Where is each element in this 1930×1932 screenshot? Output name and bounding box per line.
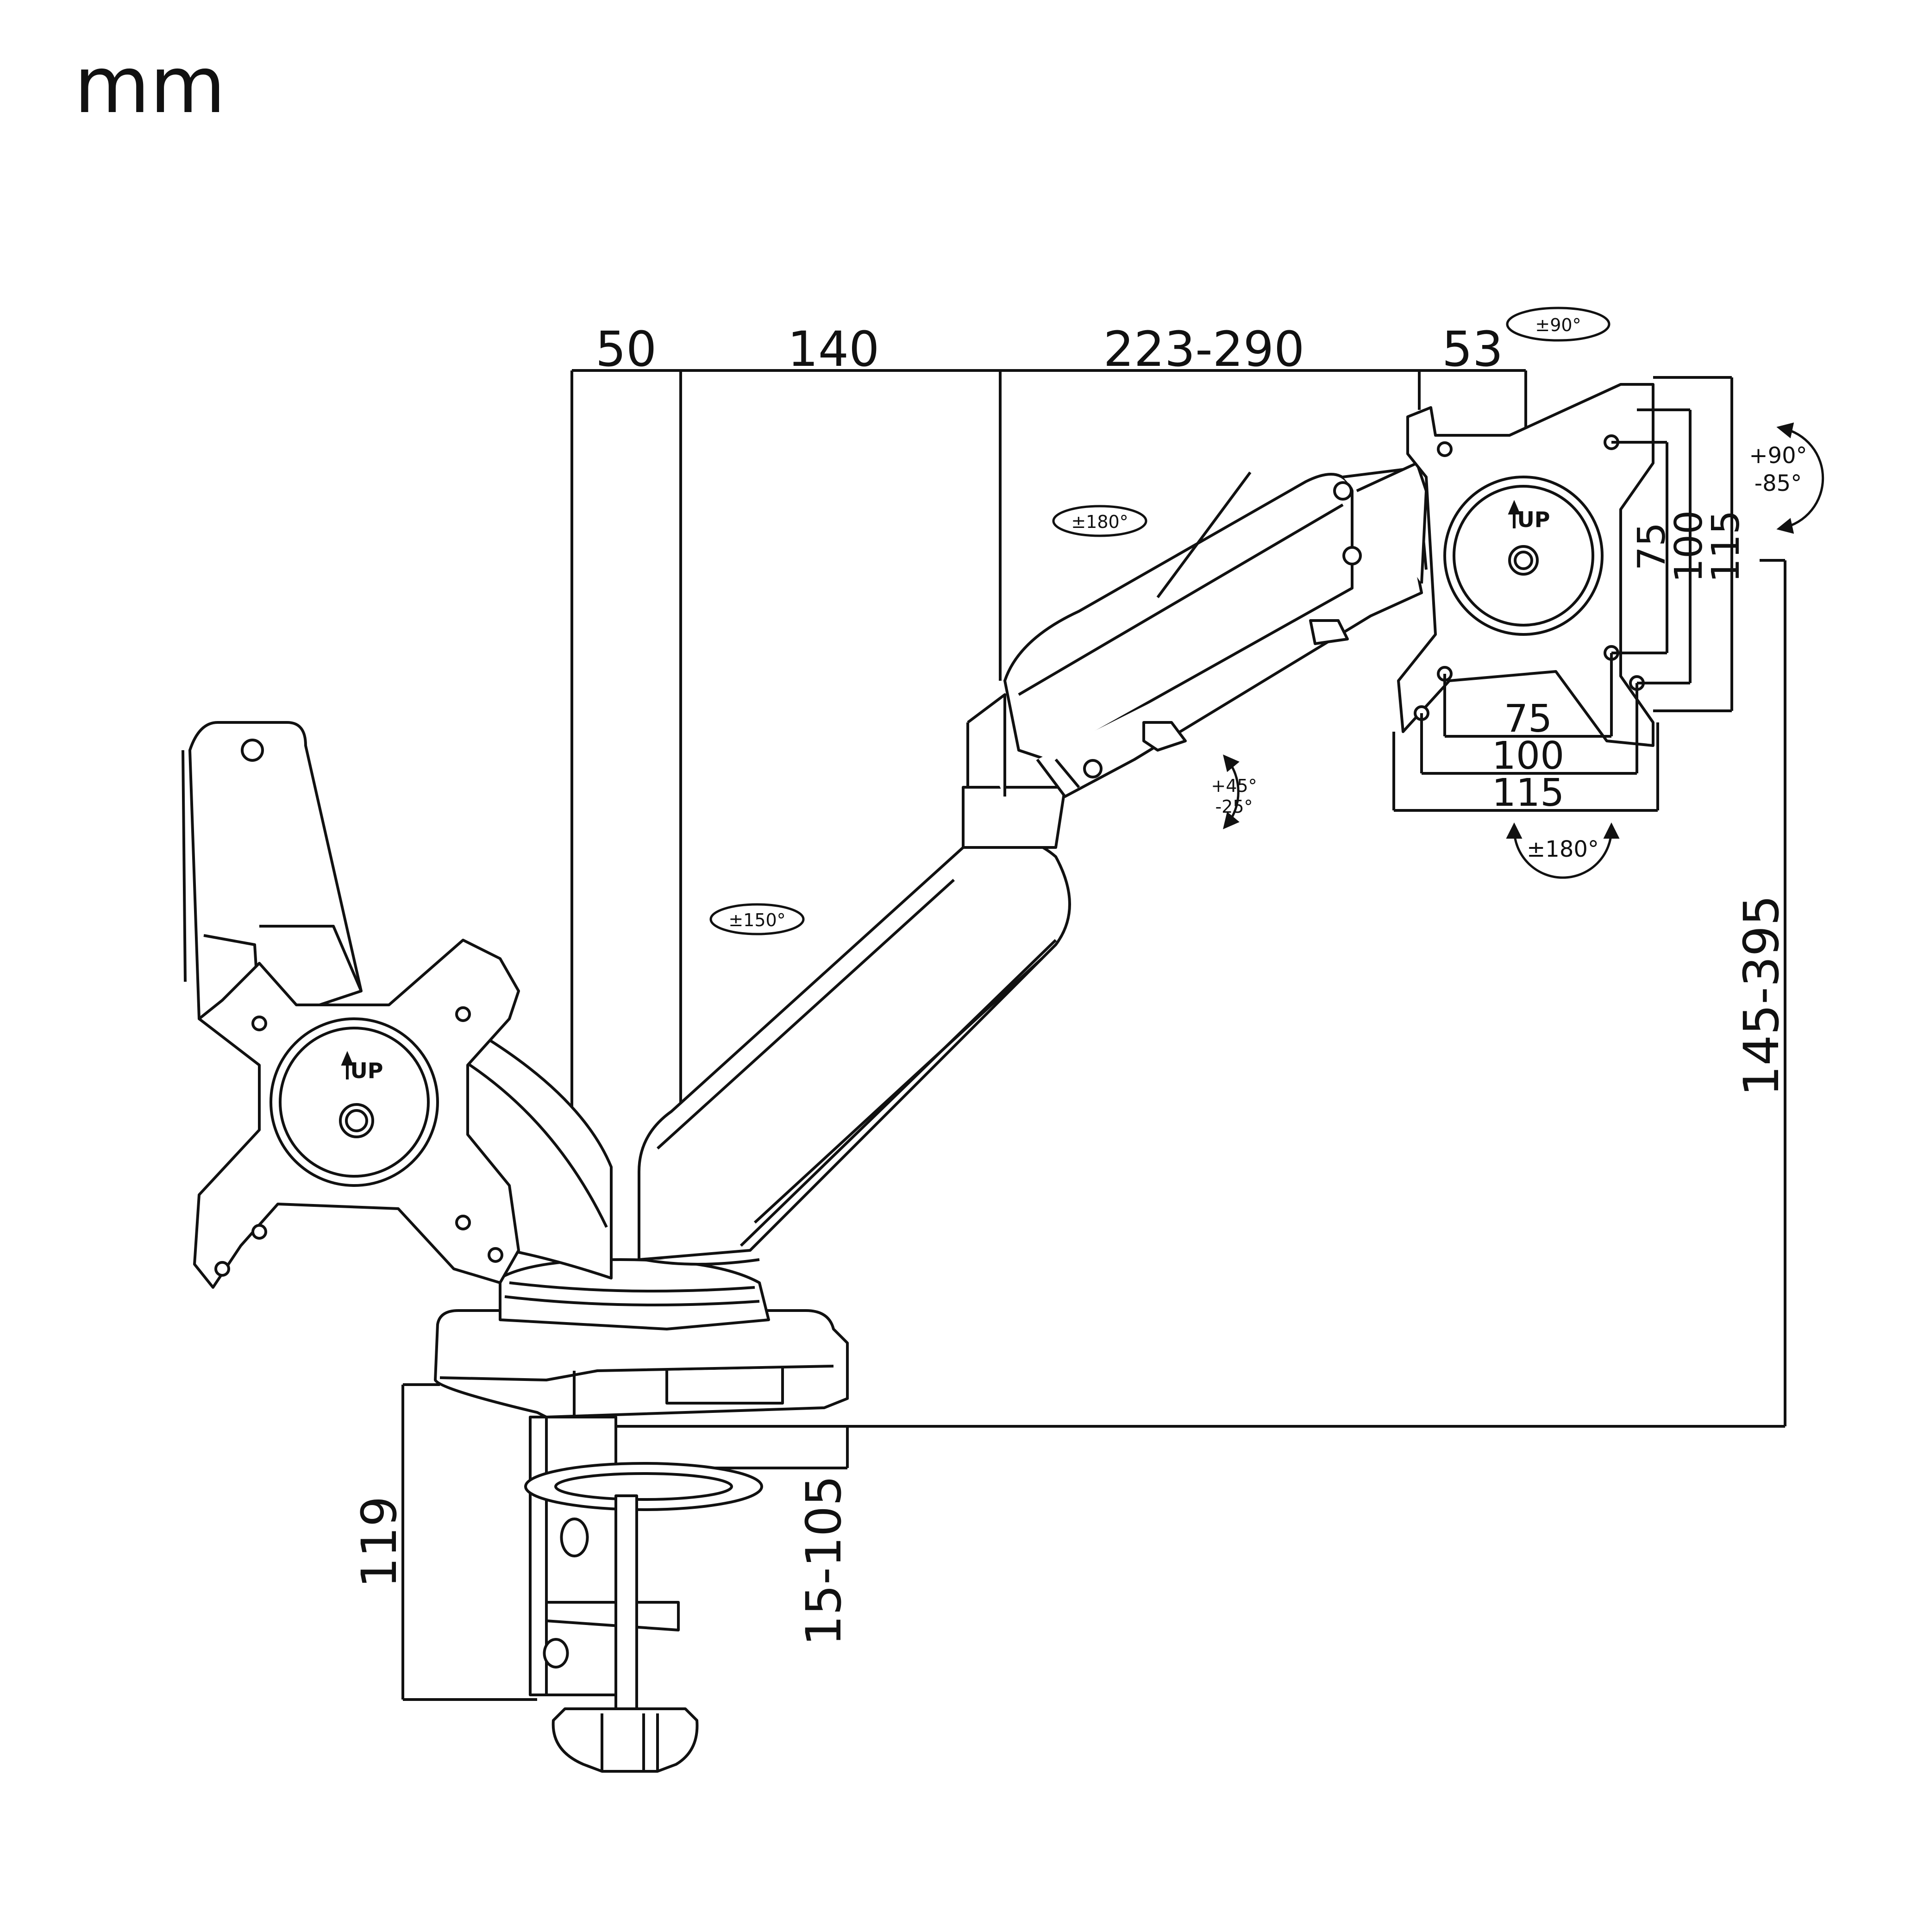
rot-base-swivel: ±150° bbox=[728, 910, 785, 930]
dim-top-4: 53 bbox=[1442, 321, 1503, 377]
rotation-icons bbox=[709, 307, 1824, 935]
left-arm bbox=[182, 721, 613, 1280]
left-up-text: UP bbox=[350, 1058, 383, 1083]
up-arrow-icon bbox=[341, 1051, 354, 1079]
dim-desk-thickness: 15-105 bbox=[796, 1475, 852, 1646]
dim-top-1: 50 bbox=[595, 321, 657, 377]
up-arrow-icon bbox=[1508, 500, 1521, 528]
base-mount bbox=[434, 1258, 849, 1418]
right-up-label: UP bbox=[1508, 500, 1550, 532]
desk-clamp bbox=[524, 1416, 763, 1773]
right-up-text: UP bbox=[1517, 507, 1550, 532]
rot-joint-tilt-up: +45° bbox=[1211, 776, 1257, 796]
left-vesa-plate bbox=[193, 939, 520, 1289]
rot-tilt-down: -85° bbox=[1755, 470, 1802, 496]
rot-tilt-up: +90° bbox=[1749, 443, 1807, 469]
left-up-label: UP bbox=[341, 1051, 383, 1083]
vesa-h-115: 115 bbox=[1492, 771, 1565, 815]
vesa-v-115: 115 bbox=[1704, 510, 1748, 583]
vesa-v-75: 75 bbox=[1630, 522, 1674, 571]
rot-head-swivel: ±90° bbox=[1535, 315, 1581, 335]
rot-arm-swivel: ±180° bbox=[1071, 512, 1128, 532]
dim-top-2: 140 bbox=[788, 321, 880, 377]
right-vesa-plate bbox=[1397, 383, 1654, 747]
rot-screen-rotation: ±180° bbox=[1527, 836, 1599, 862]
vesa-h-75: 75 bbox=[1504, 697, 1552, 741]
unit-label: mm bbox=[74, 40, 226, 131]
dim-clamp-height: 119 bbox=[351, 1496, 407, 1588]
vesa-h-100: 100 bbox=[1492, 734, 1565, 778]
vesa-dimension-lines bbox=[1392, 376, 1733, 812]
dim-height-range: 145-395 bbox=[1733, 895, 1790, 1097]
right-arm bbox=[638, 462, 1428, 1266]
dim-top-3: 223-290 bbox=[1103, 321, 1305, 377]
vesa-v-100: 100 bbox=[1667, 510, 1711, 583]
rot-joint-tilt-down: -25° bbox=[1215, 797, 1253, 817]
